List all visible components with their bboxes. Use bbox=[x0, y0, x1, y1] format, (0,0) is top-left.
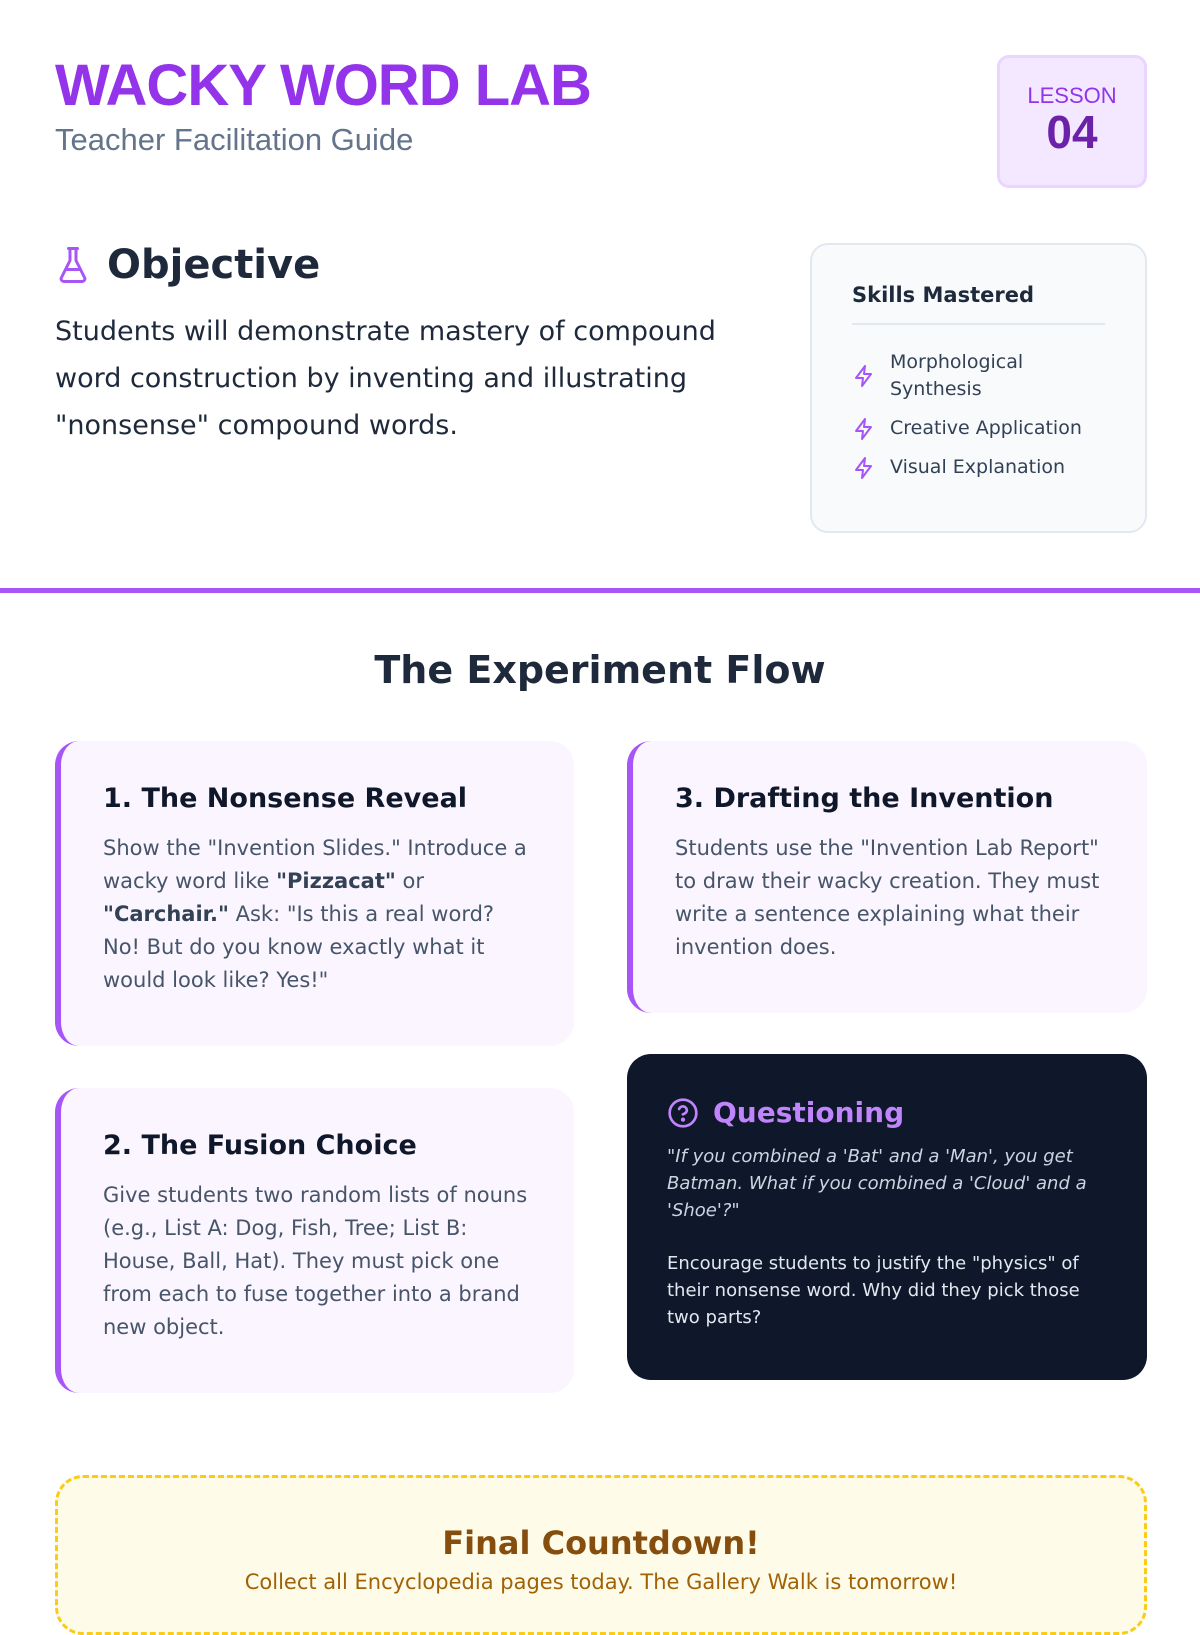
questioning-heading: Questioning bbox=[667, 1096, 1107, 1129]
final-countdown-banner: Final Countdown! Collect all Encyclopedi… bbox=[55, 1475, 1147, 1635]
final-title: Final Countdown! bbox=[442, 1524, 760, 1562]
objective-heading-text: Objective bbox=[107, 242, 321, 288]
lesson-label: LESSON bbox=[1027, 83, 1117, 108]
skill-label: Visual Explanation bbox=[890, 456, 1066, 478]
questioning-text: Encourage students to justify the "physi… bbox=[667, 1253, 1080, 1328]
flask-icon bbox=[59, 247, 87, 283]
text-run: Ask: "Is this a real word? No! But do yo… bbox=[103, 902, 495, 992]
questioning-quote: "If you combined a 'Bat' and a 'Man', yo… bbox=[667, 1146, 1087, 1221]
step-title: 2. The Fusion Choice bbox=[103, 1130, 417, 1161]
questioning-card: Questioning "If you combined a 'Bat' and… bbox=[627, 1054, 1147, 1380]
skills-panel: Skills Mastered Morphological Synthesis … bbox=[810, 243, 1147, 533]
text-run: Show the "Invention Slides." Introduce a… bbox=[103, 836, 527, 893]
step-card-drafting: 3. Drafting the Invention Students use t… bbox=[627, 741, 1147, 1013]
step-text: Students use the "Invention Lab Report" … bbox=[675, 836, 1100, 959]
example-word: "Pizzacat" bbox=[276, 869, 396, 893]
objective-text: Students will demonstrate mastery of com… bbox=[55, 316, 716, 441]
lightning-icon bbox=[855, 365, 872, 387]
step-card-fusion-choice: 2. The Fusion Choice Give students two r… bbox=[55, 1088, 574, 1393]
lesson-badge: LESSON 04 bbox=[997, 55, 1147, 188]
skill-label: Creative Application bbox=[890, 417, 1082, 439]
question-circle-icon bbox=[668, 1097, 698, 1128]
skill-label: Morphological Synthesis bbox=[890, 351, 1024, 400]
questioning-title: Questioning bbox=[713, 1096, 905, 1129]
skills-heading: Skills Mastered bbox=[852, 283, 1105, 325]
objective-heading: Objective bbox=[55, 242, 320, 288]
step-card-nonsense-reveal: 1. The Nonsense Reveal Show the "Inventi… bbox=[55, 741, 574, 1046]
flow-heading: The Experiment Flow bbox=[374, 648, 826, 692]
lightning-icon bbox=[855, 417, 872, 440]
step-text: Give students two random lists of nouns … bbox=[103, 1183, 528, 1339]
skill-item: Morphological Synthesis bbox=[852, 349, 1105, 403]
text-run: or bbox=[395, 869, 425, 893]
section-divider bbox=[0, 588, 1200, 593]
lesson-number: 04 bbox=[1046, 106, 1098, 158]
example-word: "Carchair." bbox=[103, 902, 229, 926]
skill-item: Creative Application bbox=[852, 415, 1105, 442]
skill-item: Visual Explanation bbox=[852, 454, 1105, 481]
lightning-icon bbox=[855, 456, 872, 479]
page-title: WACKY WORD LAB bbox=[55, 53, 592, 118]
step-text: Show the "Invention Slides." Introduce a… bbox=[103, 832, 534, 997]
step-title: 3. Drafting the Invention bbox=[675, 783, 1054, 814]
final-text: Collect all Encyclopedia pages today. Th… bbox=[244, 1570, 958, 1594]
page-subtitle: Teacher Facilitation Guide bbox=[55, 122, 414, 157]
step-title: 1. The Nonsense Reveal bbox=[103, 783, 468, 814]
